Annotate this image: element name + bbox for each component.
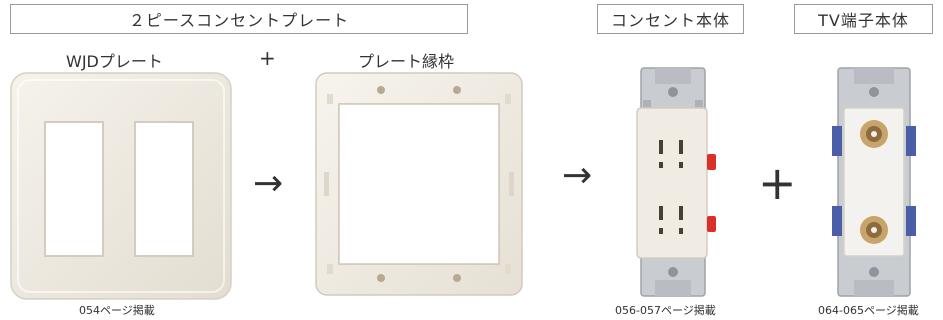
tv-terminal-body-header: TV端子本体 — [794, 4, 933, 34]
wjd-plate-label: WJDプレート — [66, 52, 163, 71]
wjd-page-caption: 054ページ掲載 — [79, 304, 155, 317]
plate-frame-image — [315, 72, 523, 296]
plate-frame-label: プレート縁枠 — [358, 52, 455, 71]
plus-label: + — [259, 46, 276, 70]
outlet-page-caption: 056-057ページ掲載 — [615, 304, 716, 317]
outlet-body-image — [636, 67, 716, 297]
tv-terminal-body-image — [832, 67, 916, 297]
wjd-plate-image — [10, 72, 232, 300]
arrow-right-icon: → — [253, 163, 284, 204]
tv-page-caption: 064-065ページ掲載 — [818, 304, 919, 317]
arrow-right-icon: → — [562, 155, 593, 196]
two-piece-plate-header: ２ピースコンセントプレート — [10, 4, 468, 34]
plus-icon: + — [758, 156, 797, 210]
outlet-body-header: コンセント本体 — [597, 4, 744, 34]
